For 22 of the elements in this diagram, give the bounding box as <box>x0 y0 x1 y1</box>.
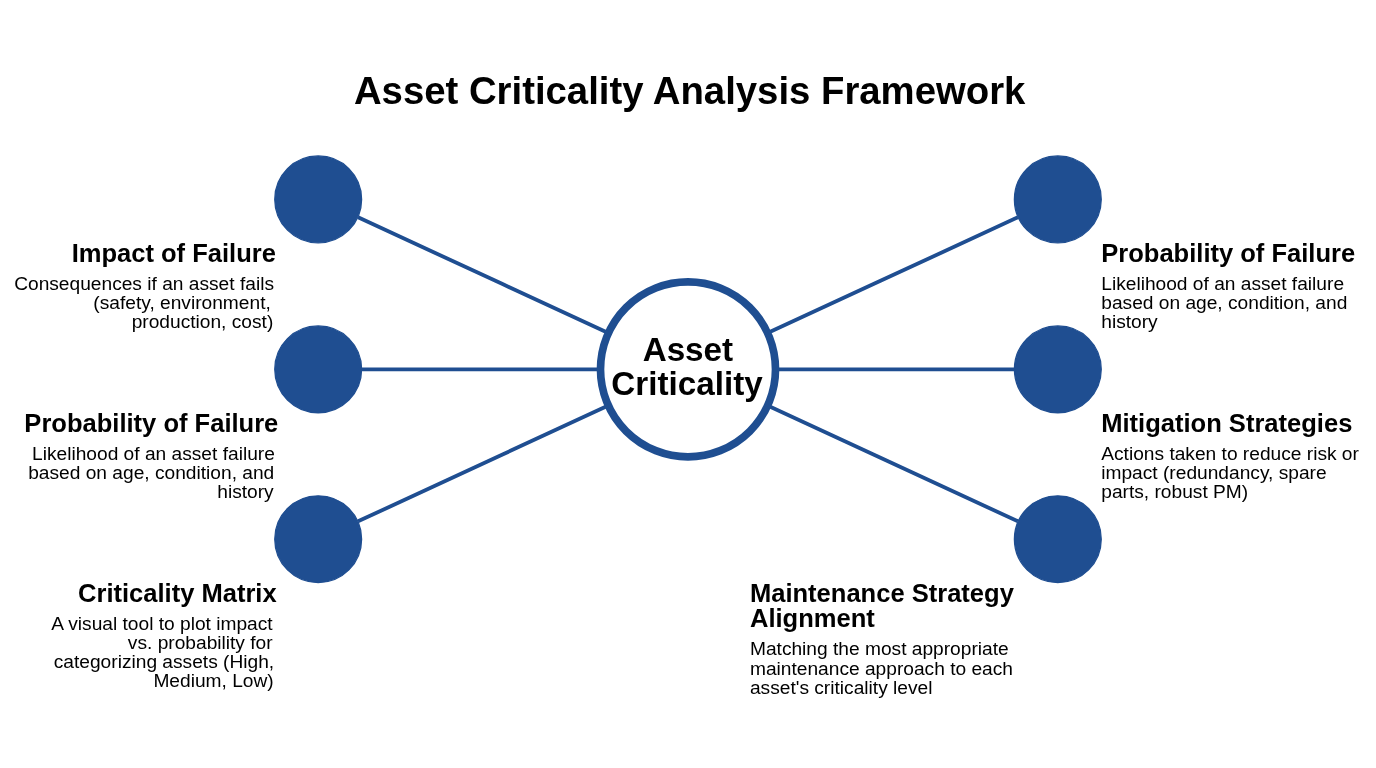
node-label: Mitigation Strategies <box>1101 408 1353 437</box>
connector <box>767 404 1019 524</box>
node-circle <box>1013 325 1102 414</box>
connector <box>767 215 1019 335</box>
diagram-title: Asset Criticality Analysis Framework <box>353 68 1026 112</box>
node-label: Maintenance Strategy Alignment <box>749 578 1014 633</box>
node-label: Probability of Failure <box>24 408 279 437</box>
node-label: Probability of Failure <box>1101 239 1356 267</box>
node-label: Likelihood of an asset failure based on age, condition, and history <box>28 443 275 503</box>
node-circle <box>1013 495 1102 584</box>
node-circle <box>274 325 363 414</box>
node-label: Impact of Failure <box>71 239 276 267</box>
node-label: Likelihood of an asset failure based on age, condition, and history <box>1101 273 1348 333</box>
node-label: A visual tool to plot impact vs. probability for categorizing assets (High, Medium, Low) <box>51 612 275 692</box>
node-label: Matching the most appropriate maintenance approach to each asset's criticality level <box>749 638 1014 698</box>
node-label: Consequences if an asset fails (safety, environment, production, cost) <box>14 273 274 333</box>
node-circle <box>274 155 363 244</box>
node-circle <box>274 495 363 584</box>
node-label: Actions taken to reduce risk or impact (redundancy, spare parts, robust PM) <box>1101 443 1359 503</box>
node-circle: Asset Criticality <box>596 277 780 461</box>
node-label: Criticality Matrix <box>78 578 277 607</box>
node-circle <box>1013 155 1102 244</box>
